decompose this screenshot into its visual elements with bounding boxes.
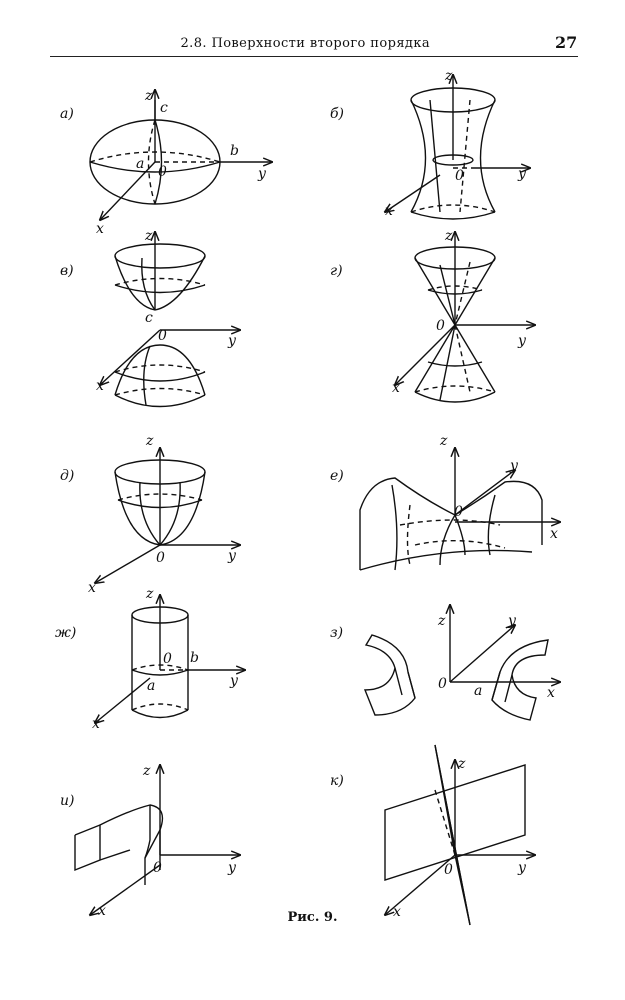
figure-label-k: к)	[330, 773, 344, 789]
origin-label: 0	[158, 164, 167, 180]
figure-label-v: в)	[60, 263, 74, 279]
origin-label: 0	[436, 318, 445, 334]
figure-label-i: и)	[60, 793, 74, 809]
origin-label: 0	[153, 860, 162, 876]
axis-label-y: y	[517, 333, 527, 349]
axis-label-x: x	[96, 221, 104, 237]
axis-label-y: y	[257, 166, 267, 182]
axis-label-y: y	[509, 458, 519, 474]
figure-label-g: г)	[330, 263, 343, 279]
axis-label-x: x	[88, 580, 96, 596]
page-number: 27	[555, 33, 578, 52]
figure-label-b: б)	[330, 106, 344, 122]
origin-label: 0	[444, 862, 453, 878]
point-label: a	[147, 678, 155, 694]
point-label: b	[230, 143, 239, 159]
figure-label-z: з)	[330, 625, 343, 641]
point-label: b	[190, 650, 199, 666]
axis-label-y: y	[227, 333, 237, 349]
axis-label-z: z	[144, 88, 153, 104]
hyperbolic-paraboloid-figure	[359, 448, 560, 571]
axis-label-y: y	[517, 166, 527, 182]
point-label: a	[136, 156, 144, 172]
axis-label-z: z	[145, 586, 154, 602]
axis-label-z: z	[444, 228, 453, 244]
elliptic-cylinder-figure	[95, 595, 245, 723]
point-label: a	[474, 683, 482, 699]
figure-label-zh: ж)	[55, 625, 76, 641]
figure-label-d: д)	[60, 468, 74, 484]
axis-label-z: z	[439, 433, 448, 449]
axis-label-y: y	[229, 673, 239, 689]
axis-label-z: z	[457, 756, 466, 772]
axis-label-z: z	[437, 613, 446, 629]
axis-label-x: x	[393, 904, 401, 920]
header-rule	[50, 56, 578, 57]
axis-label-y: y	[227, 548, 237, 564]
origin-label: 0	[454, 504, 463, 520]
origin-label: 0	[438, 676, 447, 692]
axis-label-z: z	[142, 763, 151, 779]
axis-label-x: x	[385, 203, 393, 219]
axis-label-y: y	[507, 613, 517, 629]
elliptic-paraboloid-figure	[95, 448, 240, 583]
point-label: c	[145, 310, 153, 326]
axis-label-y: y	[227, 860, 237, 876]
figure-label-a: а)	[60, 106, 74, 122]
figure-caption: Рис. 9.	[287, 910, 338, 925]
cone-figure	[395, 232, 535, 403]
parabolic-cylinder-figure	[74, 765, 240, 915]
axis-label-y: y	[517, 860, 527, 876]
axis-label-x: x	[92, 716, 100, 732]
running-header: 2.8. Поверхности второго порядка	[180, 36, 430, 51]
axis-label-x: x	[550, 526, 558, 542]
point-label: c	[160, 100, 168, 116]
axis-label-z: z	[144, 228, 153, 244]
axis-label-z: z	[145, 433, 154, 449]
intersecting-planes-figure	[385, 744, 535, 926]
hyperboloid-one-sheet-figure	[385, 75, 530, 220]
hyperbolic-cylinder-figure	[363, 605, 560, 721]
axis-label-x: x	[96, 378, 104, 394]
origin-label: 0	[163, 651, 172, 667]
origin-label: 0	[455, 168, 464, 184]
axis-label-x: x	[547, 685, 555, 701]
axis-label-z: z	[444, 68, 453, 84]
origin-label: 0	[158, 328, 167, 344]
axis-label-x: x	[392, 380, 400, 396]
ellipsoid-figure	[89, 90, 272, 220]
origin-label: 0	[156, 550, 165, 566]
axis-label-x: x	[98, 903, 106, 919]
hyperboloid-two-sheets-figure	[100, 232, 240, 408]
figure-label-e: е)	[330, 468, 344, 484]
